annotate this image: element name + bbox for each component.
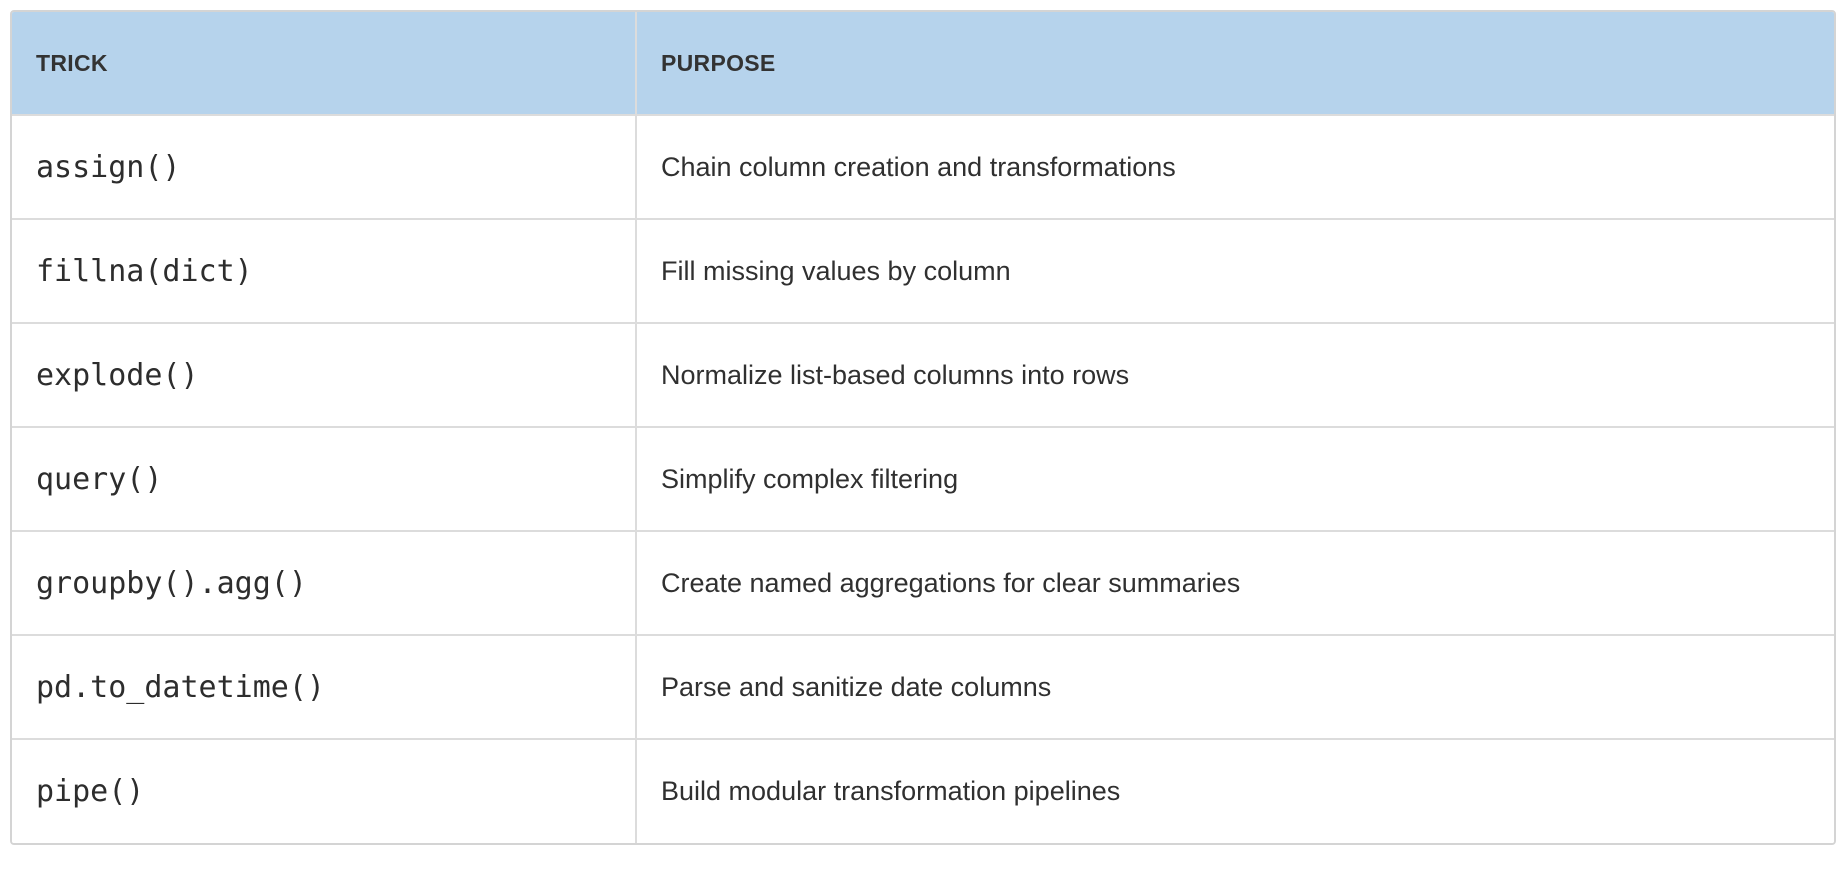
- purpose-cell: Parse and sanitize date columns: [636, 635, 1834, 740]
- table-row: query() Simplify complex filtering: [12, 427, 1834, 532]
- trick-cell: assign(): [12, 115, 637, 220]
- table-row: explode() Normalize list-based columns i…: [12, 323, 1834, 428]
- table-row: assign() Chain column creation and trans…: [12, 115, 1834, 220]
- table-header: TRICK PURPOSE: [12, 12, 1834, 116]
- header-row: TRICK PURPOSE: [12, 12, 1834, 116]
- trick-cell: groupby().agg(): [12, 531, 637, 636]
- tricks-table-container: TRICK PURPOSE assign() Chain column crea…: [10, 10, 1836, 845]
- purpose-cell: Normalize list-based columns into rows: [636, 323, 1834, 428]
- column-header-trick: TRICK: [12, 12, 637, 116]
- page: TRICK PURPOSE assign() Chain column crea…: [10, 10, 1836, 845]
- trick-cell: pipe(): [12, 739, 637, 843]
- table-row: groupby().agg() Create named aggregation…: [12, 531, 1834, 636]
- column-header-purpose: PURPOSE: [636, 12, 1834, 116]
- trick-cell: pd.to_datetime(): [12, 635, 637, 740]
- table-row: pipe() Build modular transformation pipe…: [12, 739, 1834, 843]
- table-body: assign() Chain column creation and trans…: [12, 115, 1834, 843]
- table-row: fillna(dict) Fill missing values by colu…: [12, 219, 1834, 324]
- table-row: pd.to_datetime() Parse and sanitize date…: [12, 635, 1834, 740]
- tricks-table: TRICK PURPOSE assign() Chain column crea…: [12, 12, 1834, 843]
- purpose-cell: Create named aggregations for clear summ…: [636, 531, 1834, 636]
- purpose-cell: Build modular transformation pipelines: [636, 739, 1834, 843]
- trick-cell: explode(): [12, 323, 637, 428]
- purpose-cell: Chain column creation and transformation…: [636, 115, 1834, 220]
- trick-cell: fillna(dict): [12, 219, 637, 324]
- purpose-cell: Fill missing values by column: [636, 219, 1834, 324]
- purpose-cell: Simplify complex filtering: [636, 427, 1834, 532]
- trick-cell: query(): [12, 427, 637, 532]
